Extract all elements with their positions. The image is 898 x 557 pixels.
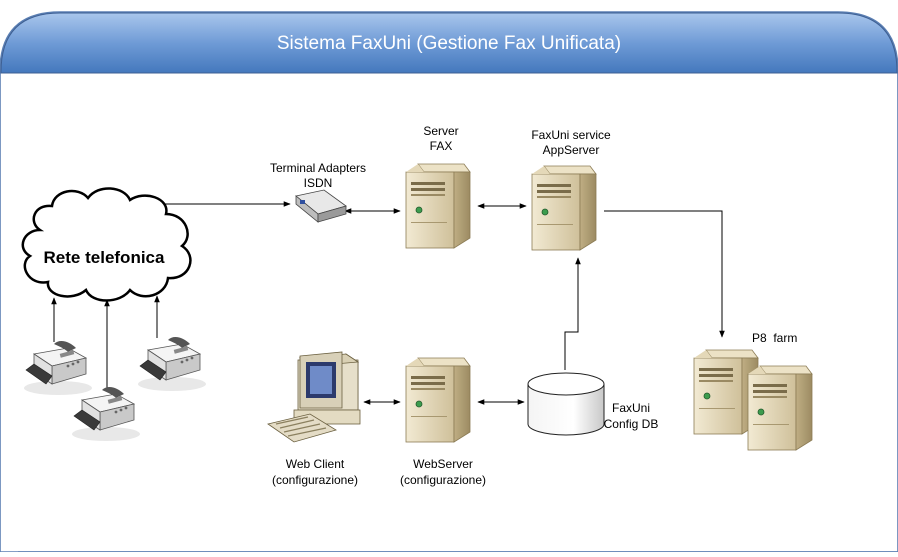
- server-fax-node: Server FAX: [405, 124, 471, 249]
- server-icon: [747, 365, 813, 451]
- webserver-node: WebServer (configurazione): [400, 357, 486, 487]
- config-db-label-line1: FaxUni: [612, 401, 650, 415]
- app-to-p8-line: [604, 210, 725, 338]
- server-icon: [405, 163, 471, 249]
- isdn-adapter-icon: [295, 189, 347, 223]
- p8-farm-node: P8 farm: [693, 331, 813, 451]
- server-icon: [531, 165, 597, 251]
- title-banner: Sistema FaxUni (Gestione Fax Unificata): [0, 12, 898, 74]
- db-to-app-line: [564, 257, 581, 370]
- p8-farm-label: P8 farm: [752, 331, 797, 345]
- faxuni-appserver-node: FaxUni service AppServer: [531, 128, 611, 251]
- server-fax-label-line1: Server: [423, 124, 458, 138]
- phone-network-cloud: Rete telefonica: [21, 187, 192, 302]
- web-client-label-line1: Web Client: [286, 457, 345, 471]
- terminal-adapter-label-line1: Terminal Adapters: [270, 161, 366, 175]
- terminal-adapter-label-line2: ISDN: [304, 176, 333, 190]
- webserver-label-line2: (configurazione): [400, 473, 486, 487]
- cloud-label: Rete telefonica: [44, 248, 165, 267]
- database-icon: [527, 372, 605, 436]
- diagram-title: Sistema FaxUni (Gestione Fax Unificata): [277, 33, 621, 54]
- config-db-node: FaxUni Config DB: [527, 372, 659, 436]
- server-icon: [405, 357, 471, 443]
- fax-machine-icon: [71, 386, 141, 442]
- fax-machine-icon: [23, 340, 93, 396]
- webserver-label-line1: WebServer: [413, 457, 473, 471]
- appserver-label-line2: AppServer: [543, 143, 600, 157]
- appserver-label-line1: FaxUni service: [531, 128, 611, 142]
- desktop-computer-icon: [267, 351, 361, 443]
- terminal-adapter-node: Terminal Adapters ISDN: [270, 161, 366, 223]
- server-fax-label-line2: FAX: [430, 139, 453, 153]
- web-client-node: Web Client (configurazione): [267, 351, 361, 487]
- config-db-label-line2: Config DB: [604, 417, 659, 431]
- fax-machine-icon: [137, 336, 207, 392]
- web-client-label-line2: (configurazione): [272, 473, 358, 487]
